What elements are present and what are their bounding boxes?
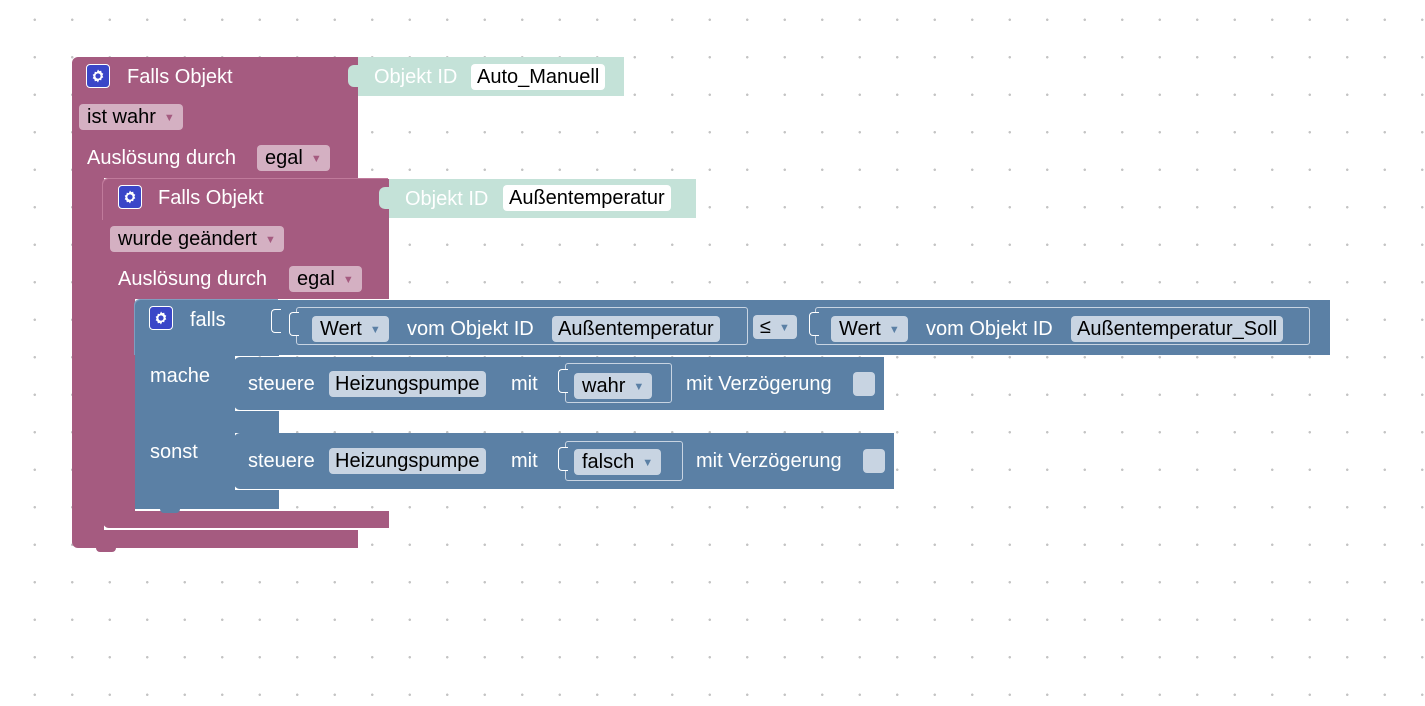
- dropdown-arrow-icon: ▼: [369, 324, 381, 336]
- dropdown-arrow-icon: ▼: [310, 153, 322, 165]
- dropdown-value: wurde geändert: [118, 228, 257, 250]
- trigger-outer-footer: [72, 530, 358, 548]
- dropdown-value: egal: [297, 268, 335, 290]
- dropdown-value: falsch: [582, 451, 635, 473]
- action-then-verb: steuere: [248, 373, 315, 395]
- if-mid-bar: [135, 411, 279, 433]
- compare-right-mode-dropdown[interactable]: Wert ▼: [831, 316, 908, 342]
- compare-left-label: vom Objekt ID: [407, 318, 534, 340]
- action-else-delay-label: mit Verzögerung: [696, 450, 842, 472]
- trigger-inner-spine: [103, 297, 135, 511]
- object-id-field[interactable]: Außentemperatur: [503, 185, 671, 211]
- action-else-verb: steuere: [248, 450, 315, 472]
- dropdown-value: Wert: [839, 318, 881, 340]
- trigger-outer-condition-dropdown[interactable]: ist wahr ▼: [79, 104, 183, 130]
- if-footer: [135, 490, 279, 509]
- object-id-connector: [348, 65, 360, 87]
- dropdown-arrow-icon: ▼: [163, 112, 175, 124]
- trigger-inner-condition-dropdown[interactable]: wurde geändert ▼: [110, 226, 284, 252]
- dropdown-arrow-icon: ▼: [888, 324, 900, 336]
- action-then-with-label: mit: [511, 373, 538, 395]
- else-label: sonst: [150, 441, 198, 463]
- dropdown-value: ist wahr: [87, 106, 156, 128]
- object-id-field[interactable]: Auto_Manuell: [471, 64, 606, 90]
- if-label: falls: [190, 309, 226, 331]
- dropdown-value: ≤: [760, 316, 771, 338]
- then-label: mache: [150, 365, 211, 387]
- dropdown-arrow-icon: ▼: [778, 322, 790, 334]
- dropdown-arrow-icon: ▼: [642, 457, 654, 469]
- compare-left-connector: [289, 312, 299, 336]
- dropdown-arrow-icon: ▼: [633, 381, 645, 393]
- compare-right-label: vom Objekt ID: [926, 318, 1053, 340]
- action-then-delay-checkbox[interactable]: [853, 372, 875, 396]
- dropdown-arrow-icon: ▼: [264, 234, 276, 246]
- dropdown-arrow-icon: ▼: [342, 274, 354, 286]
- action-else-delay-checkbox[interactable]: [863, 449, 885, 473]
- gear-icon[interactable]: [86, 64, 110, 88]
- object-id-block-inner[interactable]: Objekt ID Außentemperatur: [379, 179, 696, 218]
- action-then-value-dropdown[interactable]: wahr ▼: [574, 373, 653, 399]
- action-then-delay-label: mit Verzögerung: [686, 373, 832, 395]
- compare-operator-dropdown[interactable]: ≤▼: [753, 315, 797, 339]
- action-then-block[interactable]: steuere Heizungspumpe mit wahr ▼ mit Verz…: [234, 357, 884, 410]
- trigger-inner-trigger-label: Auslösung durch: [118, 268, 267, 290]
- trigger-inner-title: Falls Objekt: [158, 187, 264, 209]
- action-else-with-label: mit: [511, 450, 538, 472]
- compare-connector: [271, 309, 281, 333]
- trigger-outer-spine: [72, 176, 104, 530]
- trigger-inner-header: [103, 179, 389, 221]
- dropdown-value: Wert: [320, 318, 362, 340]
- object-id-label: Objekt ID: [405, 188, 489, 210]
- gear-icon[interactable]: [149, 306, 173, 330]
- action-else-target[interactable]: Heizungspumpe: [329, 448, 486, 474]
- gear-icon[interactable]: [118, 185, 142, 209]
- action-then-value-connector: [558, 369, 568, 393]
- action-else-block[interactable]: steuere Heizungspumpe mit falsch ▼ mit Ve…: [234, 433, 894, 489]
- trigger-inner-trigger-dropdown[interactable]: egal ▼: [289, 266, 362, 292]
- trigger-outer-title: Falls Objekt: [127, 66, 233, 88]
- compare-right-connector: [809, 312, 819, 336]
- trigger-inner-footer: [103, 511, 389, 528]
- trigger-outer-trigger-label: Auslösung durch: [87, 147, 236, 169]
- object-id-block-outer[interactable]: Objekt ID Auto_Manuell: [348, 57, 624, 96]
- dropdown-value: egal: [265, 147, 303, 169]
- if-next-tab: [160, 507, 180, 513]
- trigger-outer-header: [72, 57, 358, 100]
- object-id-label: Objekt ID: [374, 66, 458, 88]
- compare-right-object-id[interactable]: Außentemperatur_Soll: [1071, 316, 1284, 342]
- action-else-value-dropdown[interactable]: falsch ▼: [574, 449, 662, 475]
- compare-left-object-id[interactable]: Außentemperatur: [552, 316, 720, 342]
- trigger-outer-next-tab: [96, 546, 116, 552]
- action-else-value-connector: [558, 447, 568, 471]
- trigger-outer-trigger-dropdown[interactable]: egal ▼: [257, 145, 330, 171]
- action-then-target[interactable]: Heizungspumpe: [329, 371, 486, 397]
- object-id-connector: [379, 187, 391, 209]
- compare-block[interactable]: Wert▼ vom Objekt ID Außentemperatur ≤▼ W…: [271, 300, 1330, 355]
- dropdown-value: wahr: [582, 375, 626, 397]
- compare-left-mode-dropdown[interactable]: Wert ▼: [312, 316, 389, 342]
